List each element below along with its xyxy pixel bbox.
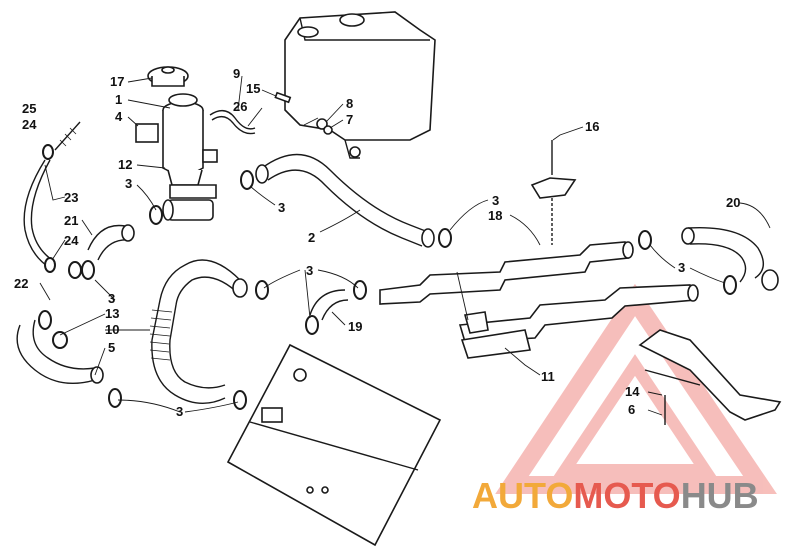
- hose-23: [23, 159, 51, 269]
- callout-3-f: 3: [176, 404, 183, 419]
- hose-21: [87, 224, 135, 261]
- watermark-part-auto: AUTO: [472, 475, 573, 516]
- callout-3-a: 3: [125, 176, 132, 191]
- leader-lines: [39, 75, 771, 416]
- overflow-reservoir: [284, 11, 436, 159]
- hose-19: [309, 289, 349, 321]
- callout-15: 15: [246, 81, 260, 96]
- connector-11: [460, 311, 531, 359]
- washer-8: [316, 118, 328, 130]
- washer-7: [323, 125, 333, 135]
- radiator-cap: [147, 66, 189, 87]
- callout-3-d: 3: [678, 260, 685, 275]
- callout-3-e: 3: [108, 291, 115, 306]
- callout-22: 22: [14, 276, 28, 291]
- callout-21: 21: [64, 213, 78, 228]
- callout-24-b: 24: [64, 233, 79, 248]
- heat-exchanger-18: [379, 241, 634, 305]
- callout-23: 23: [64, 190, 78, 205]
- watermark-triangle: [495, 283, 777, 494]
- callout-1: 1: [115, 92, 122, 107]
- callout-9: 9: [233, 66, 240, 81]
- callout-2: 2: [308, 230, 315, 245]
- bolt: [274, 91, 292, 104]
- callout-18: 18: [488, 208, 502, 223]
- callout-16: 16: [585, 119, 599, 134]
- callout-19: 19: [348, 319, 362, 334]
- skid-plate: [638, 329, 782, 421]
- callouts: 17 1 4 12 3 9 15 26 8 7 3 2 3 18 16 20 3…: [14, 66, 740, 419]
- hose-5: [16, 319, 104, 385]
- bracket-16: [530, 140, 577, 245]
- callout-10: 10: [105, 322, 119, 337]
- callout-3-c: 3: [492, 193, 499, 208]
- watermark-triangle-outer: [495, 283, 777, 494]
- filler-neck: [162, 93, 218, 199]
- callout-8: 8: [346, 96, 353, 111]
- callout-20: 20: [726, 195, 740, 210]
- hose-20: [681, 226, 779, 291]
- callout-26: 26: [233, 99, 247, 114]
- callout-13: 13: [105, 306, 119, 321]
- tee-connector: [162, 199, 214, 221]
- watermark-triangle-inner: [553, 354, 717, 476]
- callout-5: 5: [108, 340, 115, 355]
- callout-3-b: 3: [278, 200, 285, 215]
- callout-17: 17: [110, 74, 124, 89]
- decal: [135, 123, 159, 143]
- svg-text:AUTOMOTOHUB: AUTOMOTOHUB: [472, 475, 759, 516]
- callout-6: 6: [628, 402, 635, 417]
- watermark-part-hub: HUB: [681, 475, 759, 516]
- radiator-panel: [226, 343, 442, 547]
- corrugations: [149, 309, 173, 361]
- callout-24-a: 24: [22, 117, 37, 132]
- callout-4: 4: [115, 109, 123, 124]
- hose-2: [255, 153, 435, 248]
- watermark-logo: AUTOMOTOHUB: [472, 475, 759, 516]
- overflow-hose: [209, 110, 256, 130]
- hose-clamps: [38, 144, 737, 410]
- hose-10: [149, 259, 248, 404]
- callout-7: 7: [346, 112, 353, 127]
- hose-25: [54, 121, 81, 151]
- callout-14: 14: [625, 384, 640, 399]
- callout-12: 12: [118, 157, 132, 172]
- callout-11: 11: [541, 369, 555, 384]
- heat-exchanger-lower: [458, 284, 699, 343]
- callout-3-g: 3: [306, 263, 313, 278]
- callout-25: 25: [22, 101, 36, 116]
- watermark-part-moto: MOTO: [573, 475, 680, 516]
